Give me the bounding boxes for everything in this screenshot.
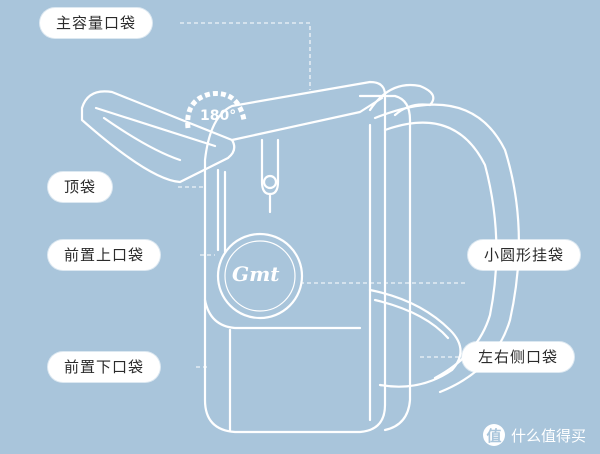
top-handle (368, 83, 435, 117)
watermark-text: 什么值得买 (510, 426, 586, 445)
top-zipper (230, 96, 384, 142)
callout-front-lower-pocket: 前置下口袋 (48, 352, 161, 382)
front-lower-pocket (203, 298, 362, 330)
callout-round-hanging-bag: 小圆形挂袋 (468, 240, 581, 270)
top-pocket-flap (80, 90, 236, 184)
callout-front-upper-pocket: 前置上口袋 (48, 240, 161, 270)
top-pocket-flap-edge (102, 116, 182, 162)
rotation-badge: 180° (200, 108, 237, 124)
round-hanging-tag (216, 232, 304, 320)
callout-top-pocket: 顶袋 (48, 172, 113, 202)
watermark: 值 什么值得买 (482, 424, 586, 446)
side-pocket (368, 288, 462, 388)
watermark-icon: 值 (482, 424, 505, 446)
rotation-arc (185, 91, 247, 129)
brand-logo: Gmt (232, 262, 280, 286)
top-pocket-flap-inner (94, 106, 217, 148)
key-ring (262, 174, 278, 190)
callout-main-pocket: 主容量口袋 (40, 8, 153, 38)
backpack-outline (203, 80, 387, 434)
leader-main (180, 22, 311, 90)
side-pocket-band (373, 298, 450, 340)
callout-side-pockets: 左右侧口袋 (462, 342, 575, 372)
back-panel (358, 94, 412, 432)
